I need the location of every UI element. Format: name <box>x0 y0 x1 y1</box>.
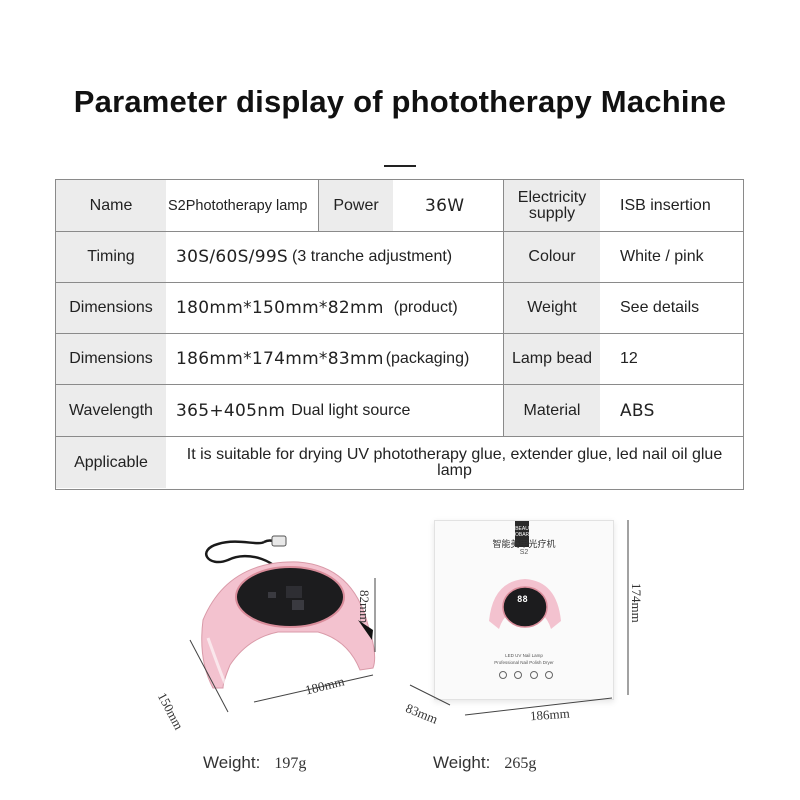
colour-label: Colour <box>503 232 600 282</box>
wavelength-cell: 365+405nm Dual light source <box>166 385 503 436</box>
box-title: 智能美甲光疗机 <box>492 540 556 550</box>
electricity-label-line1: Electricity <box>517 188 587 206</box>
material-label: Material <box>503 385 600 436</box>
power-label: Power <box>318 180 393 231</box>
page-title: Parameter display of phototherapy Machin… <box>73 84 727 119</box>
dimensions-label: Dimensions <box>56 283 166 333</box>
package-height-label: 174mm <box>629 583 644 623</box>
package-weight-value: 265g <box>504 755 537 772</box>
weight-label: Weight <box>503 283 600 333</box>
product-dimensions-cell: 180mm*150mm*82mm (product) <box>166 283 503 333</box>
electricity-value: ISB insertion <box>600 180 743 231</box>
lamp-bead-label: Lamp bead <box>503 334 600 384</box>
box-lamp-image <box>489 579 561 629</box>
package-dimensions-value: 186mm*174mm*83mm <box>176 349 384 369</box>
table-row: Timing 30S/60S/99S (3 tranche adjustment… <box>56 232 743 283</box>
wavelength-value: 365+405nm <box>176 400 286 421</box>
package-dimensions-note: (packaging) <box>385 350 470 367</box>
applicable-value: It is suitable for drying UV phototherap… <box>166 437 743 488</box>
table-row: Wavelength 365+405nm Dual light source M… <box>56 385 743 437</box>
box-caption-2: Professional Nail Polish Dryer <box>494 660 554 665</box>
title-divider <box>384 165 416 167</box>
table-row: Dimensions 180mm*150mm*82mm (product) We… <box>56 283 743 334</box>
electricity-label-line2: supply <box>528 204 576 222</box>
dimensions-label: Dimensions <box>56 334 166 384</box>
product-weight-value: 197g <box>274 755 307 772</box>
colour-value: White / pink <box>600 232 743 282</box>
material-value: ABS <box>600 385 743 436</box>
power-value: 36W <box>393 180 503 231</box>
name-value: S2Phototherapy lamp <box>166 180 318 231</box>
brand-logo: BEAU OBAR <box>515 521 529 547</box>
feature-icon <box>529 671 538 679</box>
product-weight: Weight: 197g <box>203 753 306 773</box>
table-row: Applicable It is suitable for drying UV … <box>56 437 743 488</box>
timing-note: (3 tranche adjustment) <box>292 248 453 265</box>
lamp-bead-value: 12 <box>600 334 743 384</box>
box-icon-row <box>499 671 553 679</box>
name-label: Name <box>56 180 166 231</box>
timing-label: Timing <box>56 232 166 282</box>
box-model: S2 <box>519 549 529 556</box>
usb-cable <box>205 540 290 583</box>
usb-plug-icon <box>271 535 287 547</box>
product-height-label: 82mm <box>357 590 372 624</box>
electricity-label: Electricity supply <box>503 180 600 231</box>
box-caption-1: LED UV Nail Lamp <box>505 653 543 658</box>
applicable-label: Applicable <box>56 437 166 488</box>
wavelength-note: Dual light source <box>291 401 411 419</box>
package-width-label: 186mm <box>529 705 571 724</box>
product-dimensions-note: (product) <box>393 299 458 316</box>
package-box: BEAU OBAR 智能美甲光疗机 S2 88 LED UV Nail Lamp… <box>434 520 614 700</box>
feature-icon <box>499 671 507 679</box>
package-weight-label: Weight: <box>433 753 491 772</box>
package-weight: Weight: 265g <box>433 753 536 773</box>
table-row: Name S2Phototherapy lamp Power 36W Elect… <box>56 180 743 232</box>
feature-icon <box>544 671 553 679</box>
package-dimension-lines <box>409 520 629 716</box>
timing-value-cell: 30S/60S/99S (3 tranche adjustment) <box>166 232 503 282</box>
table-row: Dimensions 186mm*174mm*83mm (packaging) … <box>56 334 743 385</box>
box-display-digits: 88 <box>517 595 528 605</box>
product-weight-label: Weight: <box>203 753 261 772</box>
product-dimensions-value: 180mm*150mm*82mm <box>176 298 384 318</box>
weight-value: See details <box>600 283 743 333</box>
nail-lamp-illustration <box>189 535 376 713</box>
timing-value: 30S/60S/99S <box>176 247 289 267</box>
spec-table: Name S2Phototherapy lamp Power 36W Elect… <box>55 179 744 490</box>
lamp-display-icon <box>286 586 302 598</box>
feature-icon <box>514 671 523 679</box>
wavelength-label: Wavelength <box>56 385 166 436</box>
package-dimensions-cell: 186mm*174mm*83mm (packaging) <box>166 334 503 384</box>
